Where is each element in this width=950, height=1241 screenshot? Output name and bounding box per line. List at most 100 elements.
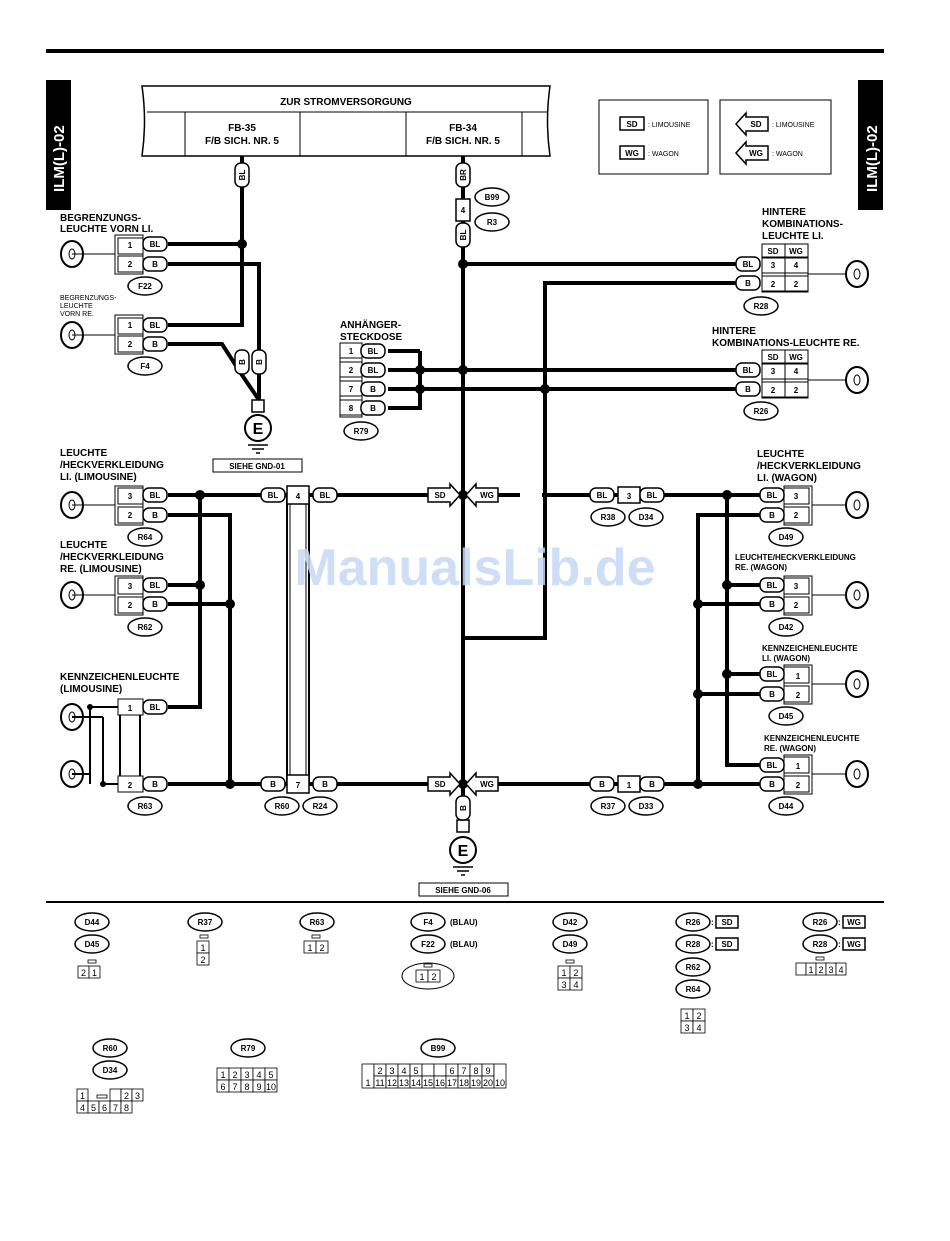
wire-color-tag: B xyxy=(639,776,665,792)
pin-number: 15 xyxy=(423,1078,433,1088)
pin-number: 1 xyxy=(419,972,424,982)
svg-text:2: 2 xyxy=(794,511,799,520)
label-kenn-re-wag: KENNZEICHENLEUCHTE RE. (WAGON) xyxy=(764,734,860,753)
connector-badge-label: D42 xyxy=(779,623,794,632)
wire-color-tag: BL xyxy=(142,487,168,503)
pin-number: 12 xyxy=(387,1078,397,1088)
svg-text:RE. (LIMOUSINE): RE. (LIMOUSINE) xyxy=(60,564,142,575)
pin-number: 16 xyxy=(435,1078,445,1088)
connector-badge-r28: R28 xyxy=(743,296,779,316)
pinout-badge-label: R63 xyxy=(310,918,325,927)
svg-text:LEUCHTE VORN LI.: LEUCHTE VORN LI. xyxy=(60,224,154,235)
svg-text:E: E xyxy=(253,421,264,438)
wire-color-tag: B xyxy=(312,776,338,792)
pinout-badge-label: R26 xyxy=(813,918,828,927)
connector-b99: 4 xyxy=(455,198,471,222)
svg-text:LEUCHTE LI.: LEUCHTE LI. xyxy=(762,231,824,242)
wire-color-label: BL xyxy=(150,703,161,712)
pin-number: 7 xyxy=(232,1082,237,1092)
svg-text::: : xyxy=(838,940,841,949)
label-heck-re-wag: LEUCHTE/HECKVERKLEIDUNG RE. (WAGON) xyxy=(735,553,856,572)
pin-number: 19 xyxy=(471,1078,481,1088)
pin-number: 7 xyxy=(461,1066,466,1076)
label-heck-re-lim: LEUCHTE /HECKVERKLEIDUNG RE. (LIMOUSINE) xyxy=(60,540,164,575)
connector-badge-label: D45 xyxy=(779,712,794,721)
connector-badge-label: R79 xyxy=(354,427,369,436)
pin-number: 11 xyxy=(375,1078,384,1088)
pin-number: 2 xyxy=(431,972,436,982)
fuse-left-desc: F/B SICH. NR. 5 xyxy=(205,136,279,147)
wire-color-tag: B xyxy=(759,776,785,792)
wire-color-tag: B xyxy=(142,596,168,612)
pin-number: 3 xyxy=(828,965,833,975)
connector-r38-d34: 3 xyxy=(617,486,641,504)
sd-wg-arrow-top: SD WG xyxy=(427,482,499,508)
connector-badge-r38: R38 xyxy=(590,507,626,527)
pin-number: 13 xyxy=(399,1078,409,1088)
svg-text:/HECKVERKLEIDUNG: /HECKVERKLEIDUNG xyxy=(757,461,861,472)
wire-color-label: BL xyxy=(767,491,778,500)
wire-color-tag: B xyxy=(251,349,267,375)
svg-text:2: 2 xyxy=(771,280,776,289)
connector-badge-label: R37 xyxy=(601,802,616,811)
connector-badge-label: D33 xyxy=(639,802,654,811)
pin-number: 4 xyxy=(838,965,843,975)
svg-text:WG: WG xyxy=(789,247,803,256)
wire-color-label: BL xyxy=(238,170,247,181)
wire-color-label: B xyxy=(599,780,605,789)
svg-text:7: 7 xyxy=(349,385,354,394)
tab-right-label: ILM(L)-02 xyxy=(864,125,881,192)
wire-color-label: BL xyxy=(150,321,161,330)
pin-number: 2 xyxy=(319,943,324,953)
wire-color-tag: B xyxy=(589,776,615,792)
pinout-badge-label: F4 xyxy=(423,918,433,927)
svg-text:WG: WG xyxy=(847,940,861,949)
wire-color-label: BL xyxy=(459,230,468,241)
wire-color-tag: B xyxy=(142,336,168,352)
power-supply-box: ZUR STROMVERSORGUNG FB-35 F/B SICH. NR. … xyxy=(141,85,551,157)
wire-color-label: B xyxy=(649,780,655,789)
pin-number: 1 xyxy=(200,943,205,953)
connector-key xyxy=(565,959,575,964)
wire-color-tag: BL xyxy=(455,222,471,248)
wire-color-label: B xyxy=(152,600,158,609)
pin-number: 10 xyxy=(495,1078,505,1088)
wire-color-tag: B xyxy=(735,381,761,397)
connector-badge-d33: D33 xyxy=(628,796,664,816)
svg-text:BEGRENZUNGS-: BEGRENZUNGS- xyxy=(60,213,141,224)
thin-wires xyxy=(89,495,310,785)
connector-badge-d44: D44 xyxy=(768,796,804,816)
label-hint-re: HINTERE KOMBINATIONS-LEUCHTE RE. xyxy=(712,326,860,349)
lamp-kenn-lim: 1 2 xyxy=(60,698,144,793)
pin-number: 6 xyxy=(449,1066,454,1076)
svg-text:4: 4 xyxy=(461,206,466,215)
svg-text:SIEHE GND-06: SIEHE GND-06 xyxy=(435,886,491,895)
pinout-badge-r60: R60 xyxy=(92,1038,128,1058)
svg-text:1: 1 xyxy=(796,672,801,681)
fuse-right-desc: F/B SICH. NR. 5 xyxy=(426,136,500,147)
svg-text:WG: WG xyxy=(480,780,494,789)
connector-r37-d33: 1 xyxy=(617,775,641,793)
pin-number: 8 xyxy=(244,1082,249,1092)
wire-color-label: B xyxy=(152,511,158,520)
pinout-grid: 12 xyxy=(196,940,210,966)
pinout-badge-r26: R26 xyxy=(802,912,838,932)
wire-color-tag: BL xyxy=(589,487,615,503)
connector-key xyxy=(423,963,433,968)
lamp-heck-re-wag: 3 2 xyxy=(783,575,869,616)
ground-e2: E SIEHE GND-06 xyxy=(418,819,509,897)
connector-key xyxy=(815,956,825,961)
svg-text:LI. (LIMOUSINE): LI. (LIMOUSINE) xyxy=(60,472,137,483)
pin-number: 5 xyxy=(413,1066,418,1076)
wire-color-label: B xyxy=(322,780,328,789)
pin-number: 2 xyxy=(124,1091,129,1101)
svg-text:1: 1 xyxy=(128,241,133,250)
connector-badge-b99: B99 xyxy=(474,187,510,207)
label-begr-li: BEGRENZUNGS- LEUCHTE VORN LI. xyxy=(60,213,154,235)
svg-text:2: 2 xyxy=(794,386,799,395)
svg-text:2: 2 xyxy=(794,601,799,610)
